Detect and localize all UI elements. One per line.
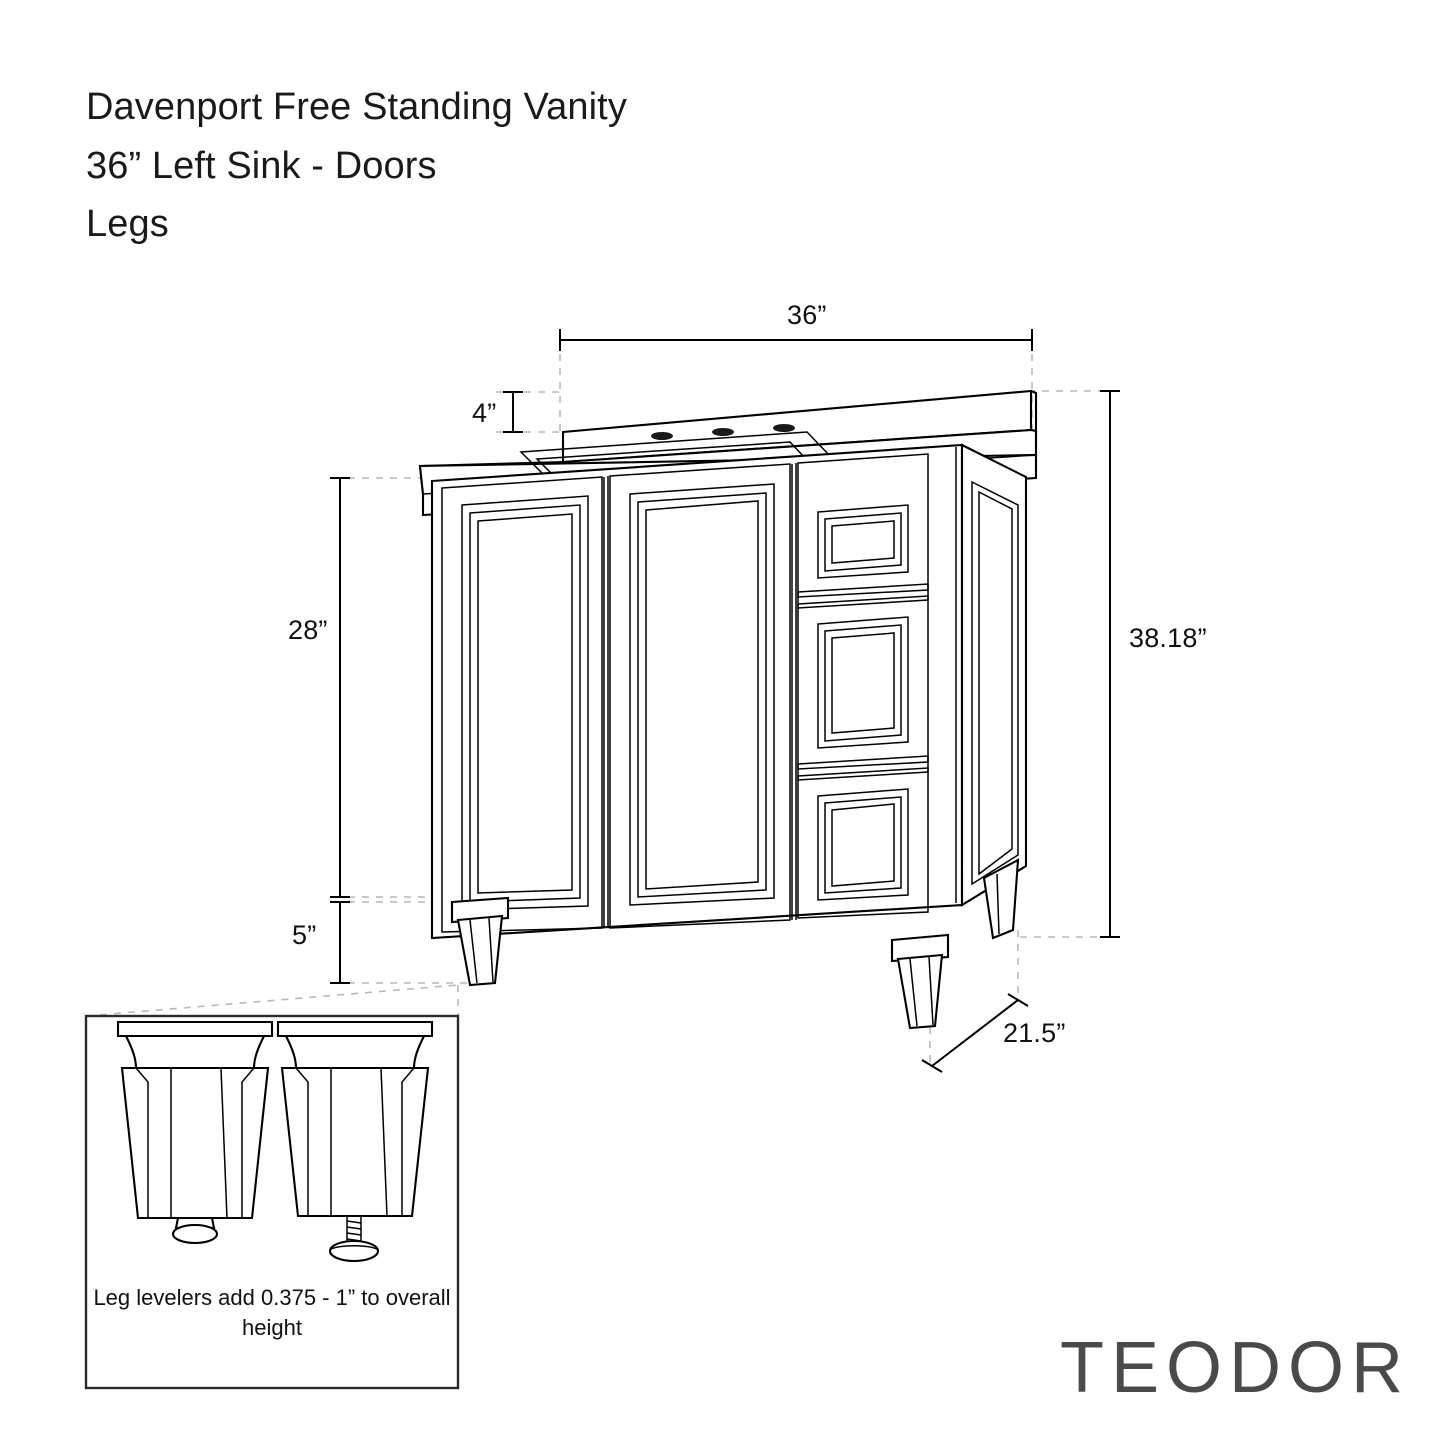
dimension-label-backsplash: 4” (472, 398, 497, 428)
cabinet-side-panel (960, 443, 1028, 907)
dimension-width-36 (559, 329, 1033, 351)
door-left (441, 476, 603, 933)
leg-front-left (450, 896, 510, 987)
dimension-lines (330, 329, 1120, 1073)
dimension-cabinet-height-28 (330, 477, 350, 898)
leg-detail-right (276, 1020, 434, 1263)
product-title-line-2: 36” Left Sink - Doors (86, 144, 437, 187)
dimension-overall-height-38 (1100, 390, 1120, 938)
door-right (609, 463, 791, 929)
cabinet-stiles (603, 447, 957, 928)
dimension-label-depth: 21.5” (1003, 1018, 1066, 1048)
dimension-depth-21-5 (921, 993, 1029, 1073)
leg-rear-right (982, 858, 1020, 940)
leg-leveler-note: Leg levelers add 0.375 - 1” to overall h… (93, 1285, 451, 1341)
leg-detail-inset (84, 1014, 460, 1390)
leg-detail-left (116, 1020, 274, 1245)
product-title-line-1: Davenport Free Standing Vanity (86, 86, 627, 128)
drawer-bottom (797, 767, 929, 919)
dimension-backsplash-4 (503, 391, 523, 433)
dimension-label-leg-height: 5” (292, 920, 317, 950)
vanity-cabinet-illustration (418, 389, 1038, 1030)
product-title-line-3: Legs (86, 203, 169, 246)
faucet-holes (651, 424, 795, 440)
leg-front-right (890, 933, 950, 1030)
dimension-label-cabinet-height: 28” (288, 615, 328, 645)
title-block: Davenport Free Standing Vanity 36” Left … (86, 78, 846, 254)
brand-logo: TEODOR (1060, 1328, 1411, 1408)
dimension-label-overall-height: 38.18” (1129, 623, 1207, 653)
drawer-stack (797, 453, 929, 919)
dimension-leg-height-5 (330, 901, 350, 984)
dimension-label-width: 36” (787, 300, 827, 330)
